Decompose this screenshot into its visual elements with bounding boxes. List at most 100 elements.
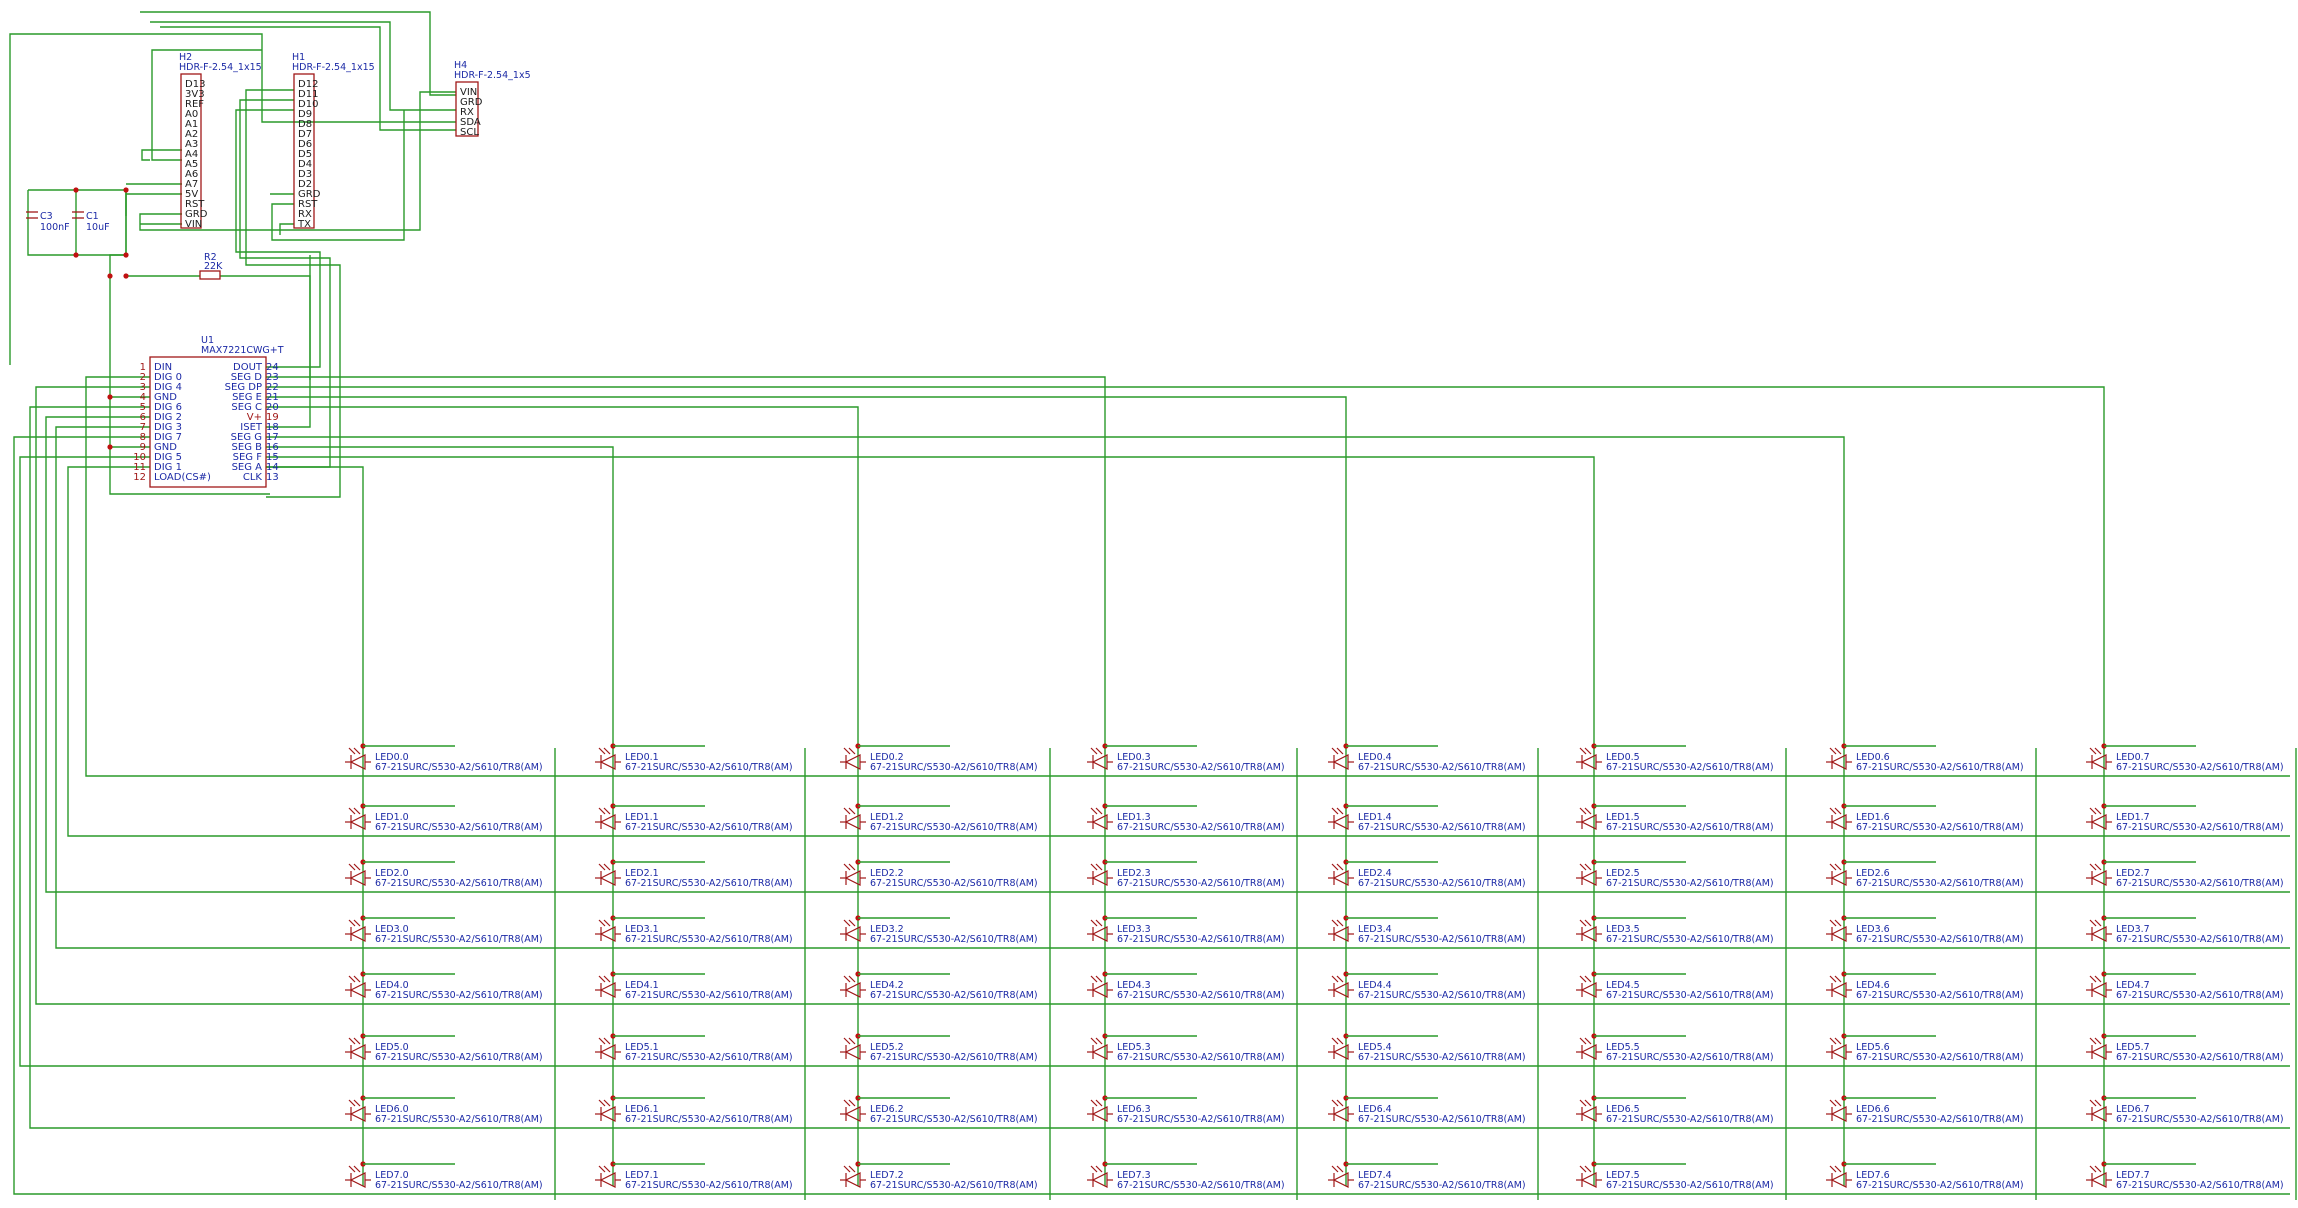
led-diode-icon — [1826, 1037, 1852, 1060]
led-part: 67-21SURC/S530-A2/S610/TR8(AM) — [870, 1180, 1038, 1191]
led-part: 67-21SURC/S530-A2/S610/TR8(AM) — [1606, 990, 1774, 1001]
led-ray — [1834, 1099, 1842, 1107]
header-ref: H4 — [454, 60, 467, 71]
led-ray — [843, 1165, 851, 1173]
ic-pin-number: 1 — [140, 362, 146, 373]
header-pin-label: VIN — [460, 87, 477, 98]
led-ray — [1829, 747, 1837, 755]
header-pin-label: D12 — [298, 79, 318, 90]
led-ray — [1095, 807, 1103, 815]
led-ray — [1834, 1037, 1842, 1045]
led-ref: LED5.4 — [1358, 1042, 1392, 1053]
led-3-4: LED3.467-21SURC/S530-A2/S610/TR8(AM) — [1328, 919, 1526, 945]
led-ray — [348, 807, 356, 815]
header-h2: H2HDR-F-2.54_1x15D133V3REFA0A1A2A3A4A5A6… — [179, 52, 262, 230]
led-diode-icon — [2086, 1165, 2112, 1188]
digit-row-wire — [13, 436, 2290, 1195]
led-ray — [598, 919, 606, 927]
header-pin-label: A1 — [185, 119, 198, 130]
digit-row-wire — [35, 386, 2290, 1005]
led-diode-icon — [1087, 919, 1113, 942]
led-ray — [353, 919, 361, 927]
led-diode-icon — [1087, 807, 1113, 830]
led-ray — [843, 975, 851, 983]
led-ray — [1331, 1099, 1339, 1107]
led-ref: LED5.3 — [1117, 1042, 1151, 1053]
ic-pin-number: 21 — [266, 392, 279, 403]
led-part: 67-21SURC/S530-A2/S610/TR8(AM) — [625, 934, 793, 945]
led-diode-icon — [595, 975, 621, 998]
led-part: 67-21SURC/S530-A2/S610/TR8(AM) — [2116, 762, 2284, 773]
led-3-5: LED3.567-21SURC/S530-A2/S610/TR8(AM) — [1576, 919, 1774, 945]
led-part: 67-21SURC/S530-A2/S610/TR8(AM) — [375, 878, 543, 889]
led-1-7: LED1.767-21SURC/S530-A2/S610/TR8(AM) — [2086, 807, 2284, 833]
led-part: 67-21SURC/S530-A2/S610/TR8(AM) — [1358, 934, 1526, 945]
led-part: 67-21SURC/S530-A2/S610/TR8(AM) — [1117, 990, 1285, 1001]
led-diode-icon — [345, 747, 371, 770]
led-part: 67-21SURC/S530-A2/S610/TR8(AM) — [1358, 990, 1526, 1001]
led-6-4: LED6.467-21SURC/S530-A2/S610/TR8(AM) — [1328, 1099, 1526, 1125]
ic-pin-number: 16 — [266, 442, 279, 453]
led-ray — [848, 1037, 856, 1045]
led-part: 67-21SURC/S530-A2/S610/TR8(AM) — [870, 822, 1038, 833]
led-3-7: LED3.767-21SURC/S530-A2/S610/TR8(AM) — [2086, 919, 2284, 945]
ic-pin-number: 15 — [266, 452, 279, 463]
led-diode-icon — [1576, 1165, 1602, 1188]
ic-pin-label: SEG A — [232, 462, 263, 473]
led-ref: LED3.2 — [870, 924, 904, 935]
led-diode-icon — [2086, 919, 2112, 942]
led-6-7: LED6.767-21SURC/S530-A2/S610/TR8(AM) — [2086, 1099, 2284, 1125]
led-ray — [1331, 1037, 1339, 1045]
header-pin-label: A0 — [185, 109, 198, 120]
ic-pin-label: DIG 4 — [154, 382, 182, 393]
wire — [150, 21, 456, 111]
junction-dot — [107, 273, 113, 279]
led-diode-icon — [1328, 863, 1354, 886]
led-ref: LED1.1 — [625, 812, 659, 823]
led-ray — [1834, 863, 1842, 871]
led-ray — [1584, 807, 1592, 815]
led-part: 67-21SURC/S530-A2/S610/TR8(AM) — [1358, 878, 1526, 889]
led-ref: LED7.6 — [1856, 1170, 1890, 1181]
header-pin-label: D5 — [298, 149, 312, 160]
led-ray — [348, 1037, 356, 1045]
led-ray — [1829, 807, 1837, 815]
resistor-value: 22K — [204, 261, 223, 272]
led-ray — [1834, 807, 1842, 815]
led-diode-icon — [840, 919, 866, 942]
led-diode-icon — [1328, 747, 1354, 770]
led-0-7: LED0.767-21SURC/S530-A2/S610/TR8(AM) — [2086, 747, 2284, 773]
led-ray — [603, 1099, 611, 1107]
led-ray — [2089, 975, 2097, 983]
led-part: 67-21SURC/S530-A2/S610/TR8(AM) — [1117, 1180, 1285, 1191]
led-diode-icon — [1826, 807, 1852, 830]
led-ref: LED4.3 — [1117, 980, 1151, 991]
led-ray — [843, 747, 851, 755]
led-part: 67-21SURC/S530-A2/S610/TR8(AM) — [870, 934, 1038, 945]
led-1-4: LED1.467-21SURC/S530-A2/S610/TR8(AM) — [1328, 807, 1526, 833]
led-ref: LED1.2 — [870, 812, 904, 823]
digit-row-wire — [19, 456, 2290, 1067]
ic-pin-label: SEG B — [232, 442, 263, 453]
led-ray — [348, 1165, 356, 1173]
ic-pin-label: SEG E — [232, 392, 262, 403]
led-ray — [1584, 1165, 1592, 1173]
ic-pin-number: 22 — [266, 382, 279, 393]
led-1-6: LED1.667-21SURC/S530-A2/S610/TR8(AM) — [1826, 807, 2024, 833]
led-6-2: LED6.267-21SURC/S530-A2/S610/TR8(AM) — [840, 1099, 1038, 1125]
header-pin-label: D7 — [298, 129, 312, 140]
led-ray — [1579, 975, 1587, 983]
led-ray — [848, 975, 856, 983]
led-ref: LED3.7 — [2116, 924, 2150, 935]
led-ray — [598, 1099, 606, 1107]
led-ray — [2089, 919, 2097, 927]
led-ray — [1584, 1099, 1592, 1107]
led-2-0: LED2.067-21SURC/S530-A2/S610/TR8(AM) — [345, 863, 543, 889]
led-5-5: LED5.567-21SURC/S530-A2/S610/TR8(AM) — [1576, 1037, 1774, 1063]
led-ray — [1584, 919, 1592, 927]
ic-pin-label: DIG 1 — [154, 462, 182, 473]
segment-col-wire — [266, 436, 1845, 1186]
led-ray — [1331, 747, 1339, 755]
